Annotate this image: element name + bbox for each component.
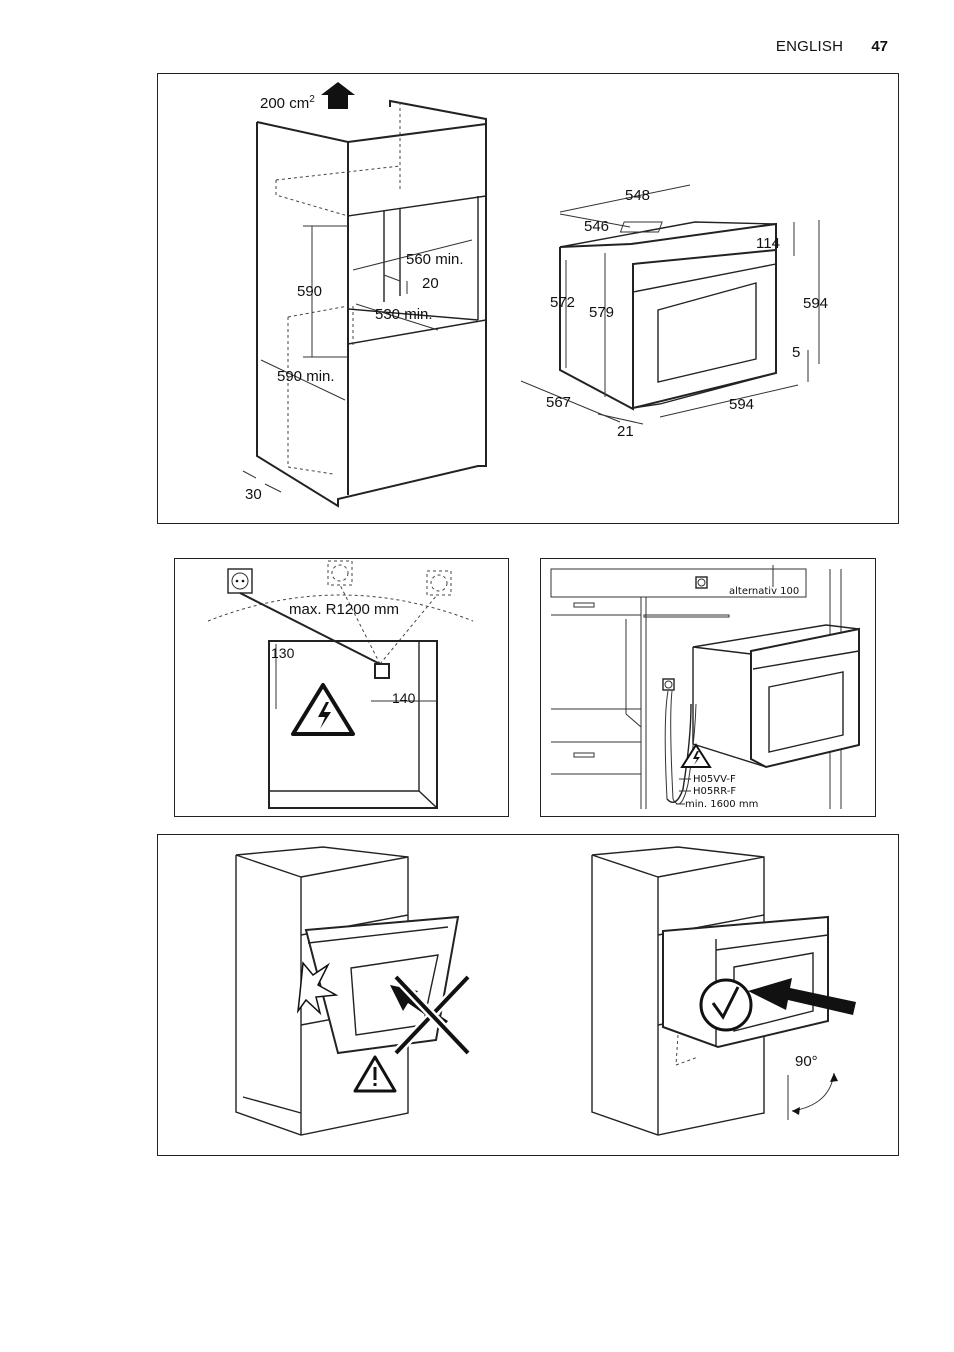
dim-label-594-height: 594: [803, 295, 828, 312]
vent-arrow-icon: [321, 82, 355, 109]
installation-dimensions-diagram: 590 560 min. 20 530 min. 590 min. 30 200…: [242, 82, 828, 508]
dim-label-590: 590: [297, 283, 322, 300]
page-number: 47: [871, 38, 888, 55]
dim-label-140: 140: [392, 690, 416, 706]
dim-label-20: 20: [422, 275, 439, 292]
oven-front: [750, 627, 860, 769]
cabinet-top-edge: [256, 121, 487, 144]
cabinet-outline: [256, 99, 487, 508]
oven-top: [559, 221, 777, 248]
oven-window: [657, 282, 757, 383]
dim-label-130: 130: [271, 645, 295, 661]
dim-label-548: 548: [625, 187, 650, 204]
impact-icon: [296, 961, 339, 1016]
ventilation-label: 200 cm2: [260, 94, 315, 112]
socket-icon: [227, 568, 253, 594]
angle-label: 90°: [795, 1053, 818, 1070]
socket-alt-top-icon: [327, 560, 353, 586]
dim-label-114: 114: [756, 235, 780, 252]
hidden-edges-bottom: [287, 317, 334, 475]
radius-arc: [207, 594, 474, 622]
dim-label-21: 21: [617, 423, 634, 440]
power-cable: [664, 690, 674, 800]
figure-installation-dimensions: 590 560 min. 20 530 min. 590 min. 30 200…: [157, 73, 899, 524]
figure-insertion-method: 90°: [157, 834, 899, 1156]
cable-min-length: min. 1600 mm: [685, 799, 758, 810]
niche-back: [268, 640, 438, 809]
wall-cabinet: [550, 568, 807, 598]
header-language: ENGLISH: [775, 38, 844, 55]
dim-label-594-width: 594: [729, 396, 754, 413]
correct-insertion: 90°: [591, 846, 856, 1136]
dim-label-590-min: 590 min.: [277, 368, 335, 385]
cable-type-1: H05VV-F: [693, 774, 736, 785]
cabinet-left: [235, 846, 409, 1136]
dim-label-567: 567: [546, 394, 571, 411]
socket-icon: [695, 576, 708, 589]
dim-label-579: 579: [589, 304, 614, 321]
socket-marker: [374, 663, 390, 679]
dim-label-572: 572: [550, 294, 575, 311]
upper-shelf: [347, 142, 487, 217]
oven-tilted: [304, 915, 460, 1055]
oven-window: [768, 671, 844, 753]
dim-label-560-min: 560 min.: [406, 251, 464, 268]
dim-line-548: [559, 184, 691, 213]
dim-label-546: 546: [584, 218, 609, 235]
page-header: ENGLISH 47: [776, 38, 888, 55]
figure-cable-requirements: alternativ 100 H05VV-F H05RR-F min. 1600…: [540, 558, 876, 817]
cabinet-right: [591, 846, 765, 1136]
cable-type-2: H05RR-F: [693, 786, 736, 797]
incorrect-insertion: [235, 846, 472, 1136]
socket-lower-icon: [662, 678, 675, 691]
cable-line: [239, 592, 381, 665]
warning-icon: [353, 1055, 397, 1093]
hidden-edges-top: [275, 180, 349, 217]
dim-label-530-min: 530 min.: [375, 306, 433, 323]
oven-front: [632, 248, 777, 410]
figure-socket-position: max. R1200 mm 130 140: [174, 558, 509, 817]
dim-label-30: 30: [245, 486, 262, 503]
warning-icon: [680, 743, 712, 768]
radius-label: max. R1200 mm: [289, 601, 399, 618]
cable-requirements-diagram: alternativ 100 H05VV-F H05RR-F min. 1600…: [550, 565, 860, 810]
socket-position-diagram: max. R1200 mm 130 140: [207, 560, 474, 809]
push-arrow-icon: [748, 978, 856, 1015]
angle-arc: [791, 1072, 835, 1112]
checkmark-circle-icon: [699, 978, 753, 1032]
niche-outline: [347, 216, 479, 321]
dim-label-5: 5: [792, 344, 800, 361]
insertion-method-diagram: 90°: [235, 846, 856, 1136]
electrical-hazard-icon: [291, 683, 355, 736]
alternativ-label: alternativ 100: [729, 586, 799, 597]
lower-shelf: [347, 319, 487, 345]
socket-alt-right-icon: [426, 570, 452, 596]
